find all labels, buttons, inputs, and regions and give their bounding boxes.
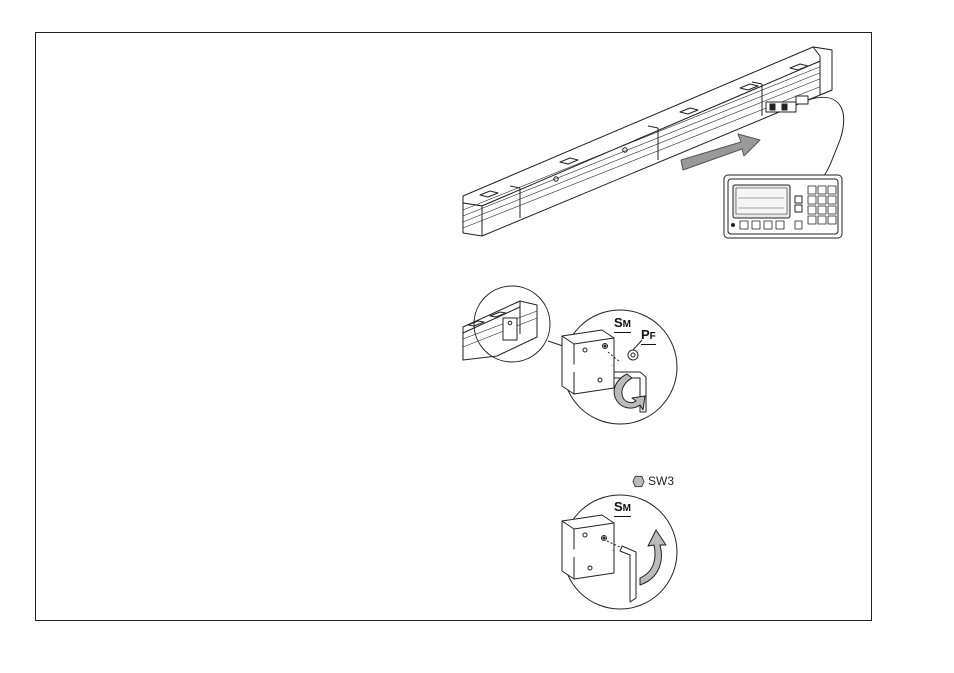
force-label-pf: PF — [641, 327, 656, 345]
sm2-subscript: M — [622, 503, 632, 514]
direction-arrow-icon — [680, 133, 761, 171]
speed-label-sm-2: SM — [614, 499, 632, 517]
sm-letter: S — [614, 315, 623, 330]
rail-profile — [462, 46, 833, 237]
sm2-letter: S — [614, 499, 623, 514]
cable — [807, 96, 845, 179]
programming-device — [723, 174, 843, 239]
rail-end-detail — [462, 300, 538, 361]
speed-screw-block-2 — [561, 514, 615, 580]
tool-size-label: SW3 — [632, 474, 674, 488]
pf-screw — [627, 339, 643, 361]
figure-frame — [35, 32, 872, 621]
hex-wrench-icon — [606, 540, 637, 603]
rotate-arrow-icon — [639, 529, 667, 586]
speed-screw-block — [561, 329, 615, 395]
speed-label-sm: SM — [614, 315, 632, 333]
sm-subscript: M — [622, 319, 632, 330]
rotate-arrow-icon — [613, 373, 646, 411]
magnifier-circle-small — [473, 285, 551, 363]
pf-letter: P — [641, 327, 650, 342]
hexagon-icon — [632, 475, 645, 487]
pf-subscript: F — [649, 331, 656, 342]
tool-size-text: SW3 — [648, 474, 675, 488]
